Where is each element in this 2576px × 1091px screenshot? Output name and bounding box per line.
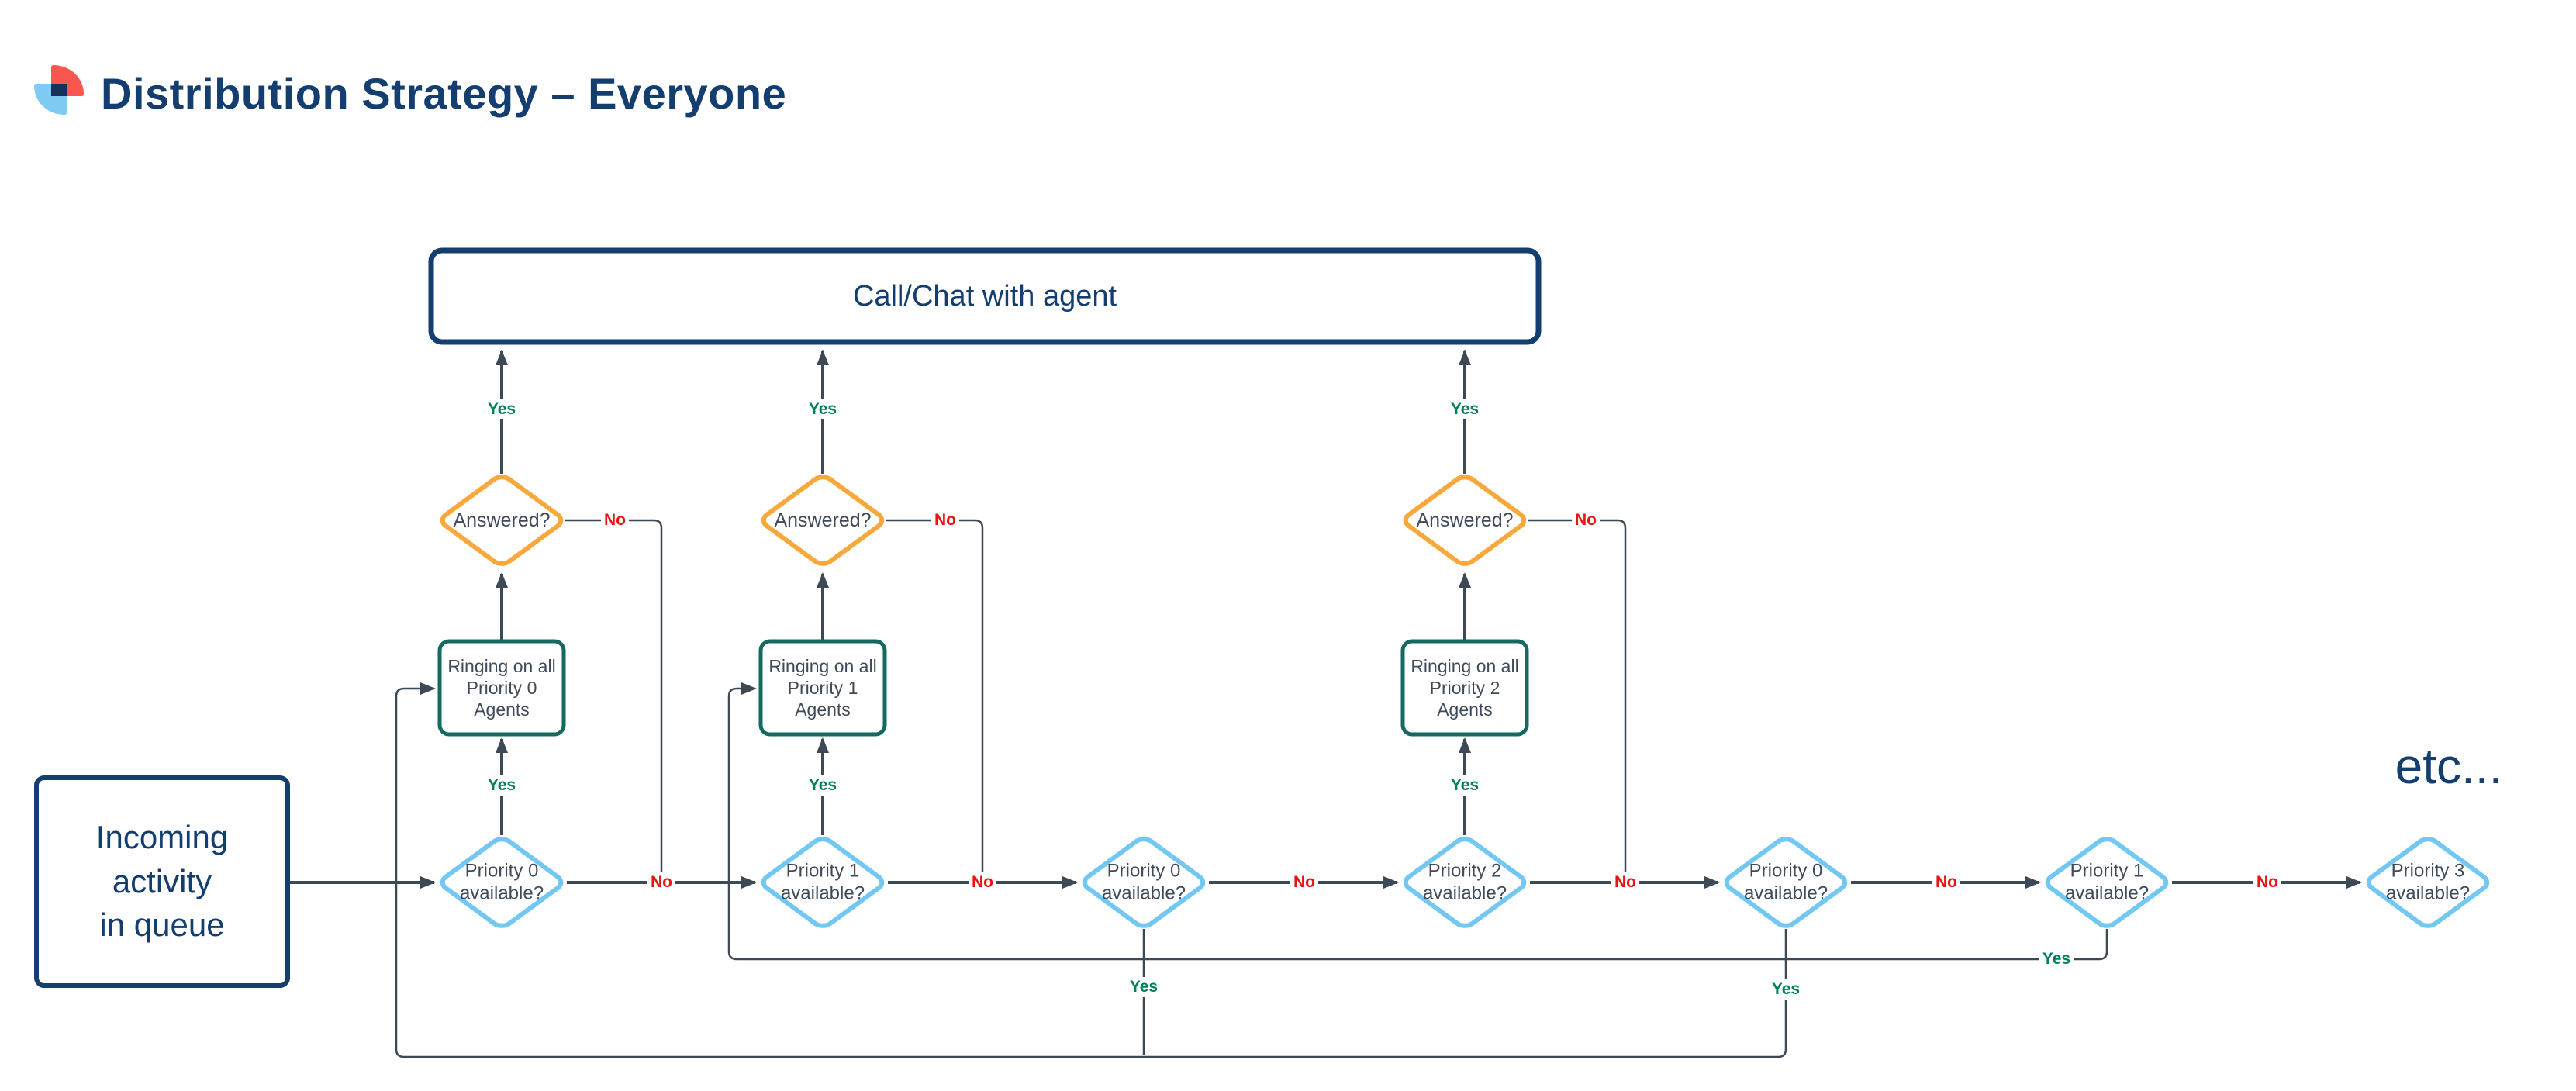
edge-label-yes-answered3: Yes — [1447, 399, 1483, 419]
answered1-label: Answered? — [453, 509, 551, 531]
priority-diamond-3-label: Priority 0 available? — [1101, 860, 1186, 904]
priority-diamond-6-label: Priority 1 available? — [2064, 860, 2150, 904]
terminal-node-shape — [428, 247, 1542, 345]
loop-yes-to-ringing-p1 — [727, 682, 2108, 961]
edge-label-yes-d4: Yes — [1447, 775, 1483, 796]
answered3-no-elbow — [1528, 519, 1627, 881]
edge-label-yes-d3: Yes — [1126, 977, 1162, 997]
priority-diamond-7-shape — [2364, 836, 2491, 929]
priority-diamond-1-label: Priority 0 available? — [459, 860, 544, 904]
ringing-p2-shape — [1400, 639, 1529, 737]
edge-label-yes-d5: Yes — [1768, 979, 1804, 1000]
edge-label-no-d5: No — [1932, 872, 1960, 892]
ringing-p0-shape — [437, 639, 566, 737]
priority-diamond-4-shape — [1401, 836, 1528, 929]
priority-diamond-6-shape — [2043, 836, 2170, 929]
edge-label-no-d1: No — [647, 872, 675, 892]
answered1-no-elbow — [565, 519, 663, 881]
priority-diamond-5-shape — [1722, 836, 1849, 929]
edge-label-no-answered1: No — [601, 510, 629, 530]
priority-diamond-1-shape — [438, 836, 565, 929]
answered2-diamond-shape — [759, 474, 886, 567]
ringing-p2-label: Ringing on all Priority 2 Agents — [1411, 655, 1519, 720]
etc-annotation: etc... — [2395, 737, 2503, 794]
start-node-shape — [34, 775, 290, 988]
ringing-p0-label: Ringing on all Priority 0 Agents — [447, 655, 556, 720]
start-node-label: Incoming activity in queue — [95, 818, 229, 944]
answered3-diamond-shape — [1401, 474, 1528, 567]
edge-label-no-d6: No — [2253, 872, 2281, 892]
edge-label-yes-answered2: Yes — [805, 399, 841, 419]
page-title: Distribution Strategy – Everyone — [101, 69, 787, 118]
edge-label-no-answered2: No — [931, 510, 959, 530]
loop-yes-to-ringing-p0 — [395, 682, 1787, 1058]
answered2-no-elbow — [886, 519, 984, 881]
priority-diamond-2-shape — [759, 836, 886, 929]
logo-navy-square — [50, 83, 67, 97]
edge-label-no-d4: No — [1611, 872, 1639, 892]
answered1-diamond-shape — [438, 474, 565, 567]
edge-label-yes-d2: Yes — [805, 775, 841, 796]
priority-diamond-4-label: Priority 2 available? — [1422, 860, 1507, 904]
edge-label-yes-d1: Yes — [484, 775, 520, 796]
priority-diamond-7-label: Priority 3 available? — [2385, 860, 2471, 904]
priority-diamond-5-label: Priority 0 available? — [1743, 860, 1828, 904]
ringing-p1-label: Ringing on all Priority 1 Agents — [768, 655, 877, 720]
edge-label-no-d2: No — [969, 872, 996, 892]
ringing-p1-shape — [758, 639, 887, 737]
app-logo-icon — [34, 65, 84, 115]
terminal-node-label: Call/Chat with agent — [852, 279, 1117, 312]
edge-label-no-answered3: No — [1572, 510, 1600, 530]
edge-label-no-d3: No — [1290, 872, 1318, 892]
priority-diamond-2-label: Priority 1 available? — [780, 860, 865, 904]
answered2-label: Answered? — [774, 509, 872, 531]
edge-label-yes-d6: Yes — [2039, 949, 2074, 969]
answered3-label: Answered? — [1416, 509, 1514, 531]
priority-diamond-3-shape — [1080, 836, 1207, 929]
edge-label-yes-answered1: Yes — [484, 399, 520, 419]
